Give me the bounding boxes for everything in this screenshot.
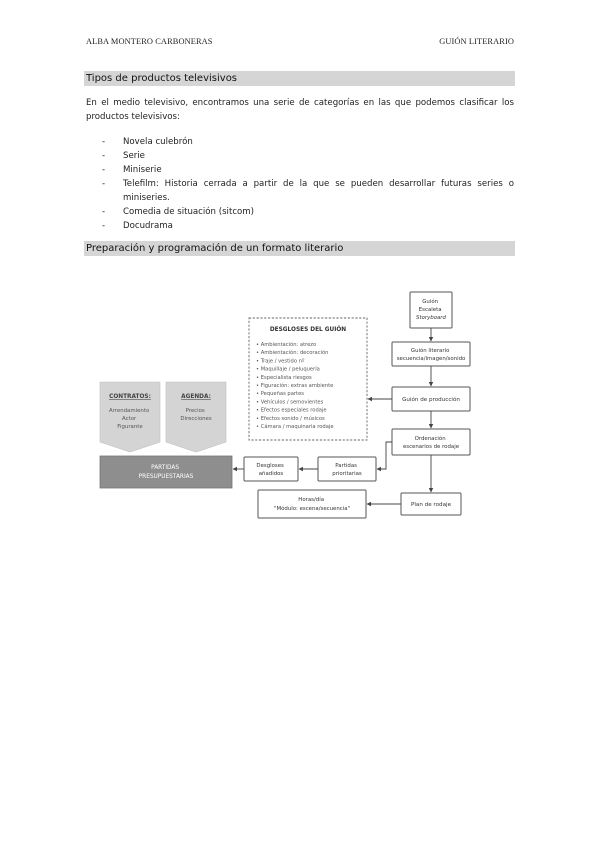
partidas-presupuestarias-box xyxy=(99,455,233,489)
desgloses-item: • Efectos especiales rodaje xyxy=(256,408,327,414)
product-type-list: -Novela culebrón -Serie -Miniserie -Tele… xyxy=(102,135,514,233)
desgloses-item: • Pequeñas partes xyxy=(256,391,304,397)
guion-literario-box xyxy=(391,341,471,367)
desgloses-item: • Efectos sonido / músicos xyxy=(256,415,325,422)
desgloses-item: • Traje / vestido nº xyxy=(256,358,305,364)
agenda-items: Precios Direcciones xyxy=(180,408,212,422)
desgloses-item: • Figuración: extras ambiente xyxy=(256,382,333,389)
horas-box xyxy=(257,489,367,519)
production-flow-diagram: Guión Escaleta Storyboard Guión literari… xyxy=(99,291,471,519)
list-item: -Novela culebrón xyxy=(102,137,193,147)
contratos-title: CONTRATOS: xyxy=(109,394,151,400)
list-item: -Comedia de situación (sitcom) xyxy=(102,207,255,217)
desgloses-item: • Ambientación: atrezo xyxy=(256,341,316,348)
guion-label: Guión Escaleta Storyboard xyxy=(416,298,446,321)
contratos-items: Arrendamiento Actor Figurante xyxy=(109,408,151,430)
desgloses-guion-items: • Ambientación: atrezo• Ambientación: de… xyxy=(256,341,334,430)
ordenacion-label: Ordenación escenarios de rodaje xyxy=(403,435,460,450)
contratos-chevron xyxy=(99,381,161,453)
header-doc-title: GUIÓN LITERARIO xyxy=(439,37,514,46)
desgloses-anadidos-label: Desgloses añadidos xyxy=(256,463,285,477)
ordenacion-box xyxy=(391,428,471,456)
section-title-tipos: Tipos de productos televisivos xyxy=(84,71,515,86)
partidas-prioritarias-box xyxy=(317,456,377,482)
guion-produccion-label: Guión de producción xyxy=(402,396,460,403)
desgloses-guion-box xyxy=(248,317,368,441)
partidas-presupuestarias-label: PARTIDAS PRESUPUESTARIAS xyxy=(139,465,194,480)
list-item: -Miniserie xyxy=(102,165,162,175)
intro-paragraph: En el medio televisivo, encontramos una … xyxy=(86,98,514,122)
desgloses-item: • Vehículos / semovientes xyxy=(256,398,324,405)
header-author: ALBA MONTERO CARBONERAS xyxy=(86,37,213,46)
agenda-title: AGENDA: xyxy=(181,394,211,400)
horas-label: Horas/día "Módulo: escena/secuencia" xyxy=(274,496,350,512)
plan-rodaje-label: Plan de rodaje xyxy=(411,502,452,508)
list-item: -Serie xyxy=(102,151,145,161)
desgloses-item: • Especialista riesgos xyxy=(256,375,312,381)
desgloses-item: • Maquillaje / peluquería xyxy=(256,366,320,373)
partidas-prioritarias-label: Partidas prioritarias xyxy=(332,463,362,477)
desgloses-item: • Ambientación: decoración xyxy=(256,349,328,356)
arrow-ordenacion-to-partidas xyxy=(376,441,392,472)
desgloses-guion-title: DESGLOSES DEL GUIÓN xyxy=(270,326,346,333)
list-item: -Telefilm: Historia cerrada a partir de … xyxy=(102,179,514,203)
list-item: -Docudrama xyxy=(102,221,173,231)
guion-literario-label: Guión literario secuencia/imagen/sonido xyxy=(397,347,466,362)
agenda-chevron xyxy=(165,381,227,453)
section-title-preparacion: Preparación y programación de un formato… xyxy=(84,241,515,256)
flow-arrows xyxy=(232,328,434,507)
desgloses-item: • Cámara / maquinaria rodaje xyxy=(256,423,334,430)
desgloses-anadidos-box xyxy=(243,456,299,482)
